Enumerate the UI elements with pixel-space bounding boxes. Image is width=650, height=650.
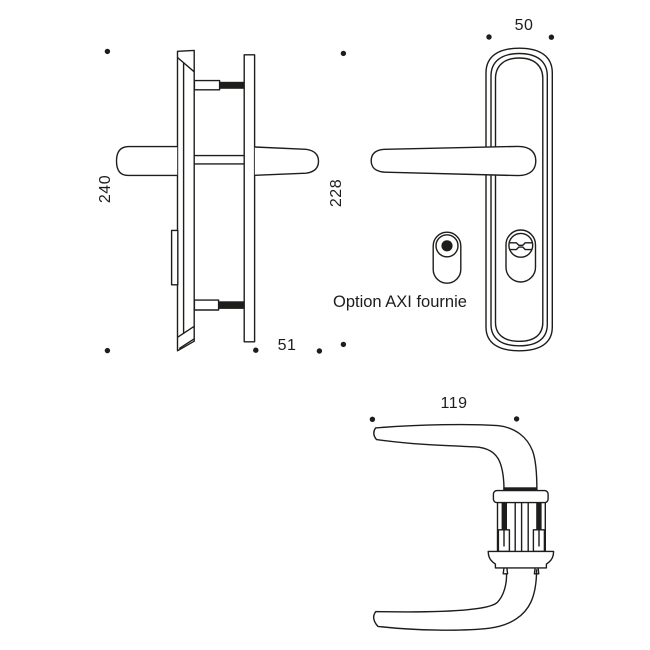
dim-label-plate-width: 50 bbox=[514, 17, 534, 34]
cylinder-protrusion bbox=[170, 229, 179, 286]
axi-cylinder-escutcheon bbox=[432, 231, 462, 284]
side-view bbox=[115, 49, 320, 352]
spindle-screw-assembly bbox=[496, 502, 546, 553]
lever-front bbox=[370, 145, 537, 177]
top-view bbox=[372, 423, 555, 631]
dim-label-exterior-plate-height: 240 bbox=[97, 174, 114, 204]
dimension-dots bbox=[104, 34, 555, 422]
handle-top-view-upper bbox=[373, 423, 538, 491]
lever-interior-side bbox=[254, 146, 320, 176]
handle-top-view-lower bbox=[372, 569, 538, 631]
interior-plate-side bbox=[243, 54, 256, 343]
fixing-screw-bottom bbox=[193, 299, 245, 311]
fixing-screw-top bbox=[193, 79, 245, 91]
front-view bbox=[370, 47, 553, 352]
dim-label-handle-projection: 51 bbox=[277, 336, 297, 354]
rosette-top bbox=[492, 489, 549, 504]
option-axi-annotation: Option AXI fournie bbox=[333, 293, 467, 311]
dim-label-interior-plate-height: 228 bbox=[327, 178, 345, 208]
rosette-bottom bbox=[487, 550, 555, 575]
handle-neck-shadow bbox=[503, 487, 538, 492]
plate-front bbox=[485, 47, 553, 352]
exterior-plate-side bbox=[176, 49, 195, 352]
dim-label-handle-length: 119 bbox=[440, 394, 468, 412]
security-escutcheon bbox=[505, 229, 537, 283]
lever-exterior-side bbox=[115, 145, 178, 177]
spindle bbox=[194, 154, 245, 165]
